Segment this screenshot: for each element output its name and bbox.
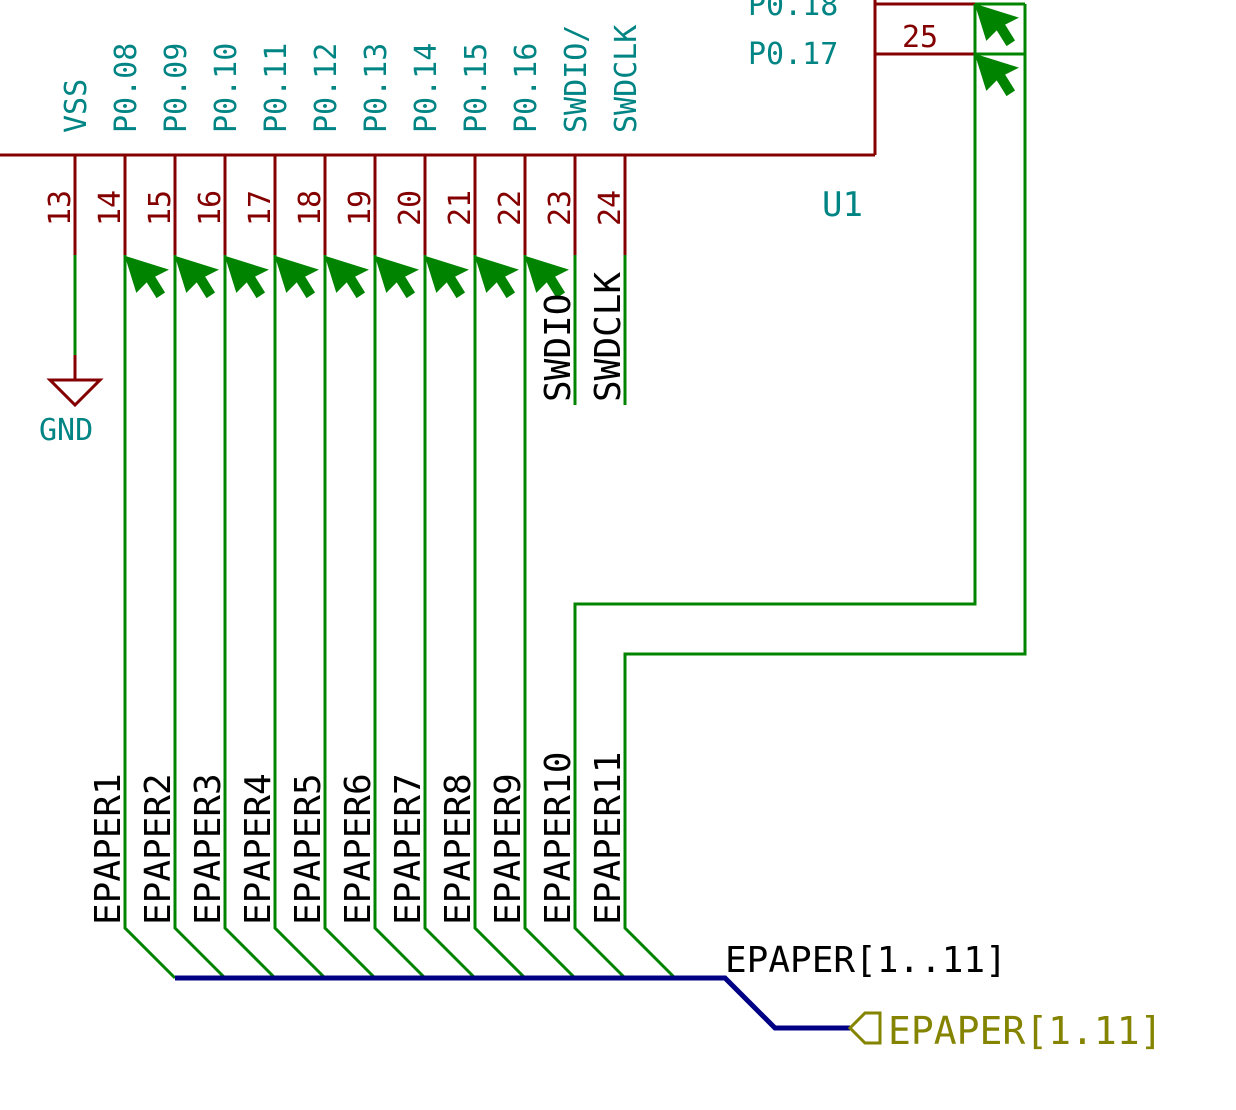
epaper-wires <box>123 2 1027 980</box>
pin-number-17: 17 <box>243 190 278 226</box>
u1-pin-stubs <box>73 2 975 255</box>
gnd-label: GND <box>39 413 93 448</box>
u1-body <box>0 0 877 157</box>
net-label-epaper2: EPAPER2 <box>138 773 179 925</box>
pin-number-22: 22 <box>493 190 528 226</box>
net-label-epaper4: EPAPER4 <box>238 773 279 925</box>
net-label-epaper1: EPAPER1 <box>88 773 129 925</box>
net-label-epaper7: EPAPER7 <box>388 773 429 925</box>
pin-number-13: 13 <box>43 190 78 226</box>
epaper-bus <box>175 975 850 1031</box>
pin-name-p0-08: P0.08 <box>109 43 144 133</box>
pin-name-p0-12: P0.12 <box>309 43 344 133</box>
u1-pin-numbers: 13 14 15 16 17 18 19 20 21 22 23 24 <box>43 190 628 226</box>
net-label-swdclk: SWDCLK <box>588 272 629 402</box>
net-label-epaper6: EPAPER6 <box>338 773 379 925</box>
bus-label: EPAPER[1..11] <box>725 940 1007 981</box>
pin-number-21: 21 <box>443 190 478 226</box>
net-label-epaper8: EPAPER8 <box>438 773 479 925</box>
gnd-symbol <box>46 255 104 408</box>
pin-number-23: 23 <box>543 190 578 226</box>
net-label-epaper5: EPAPER5 <box>288 773 329 925</box>
pin-name-swdclk: SWDCLK <box>609 25 644 133</box>
net-label-epaper11: EPAPER11 <box>588 752 629 925</box>
epaper-labels: EPAPER1 EPAPER2 EPAPER3 EPAPER4 EPAPER5 … <box>88 752 629 925</box>
pin-name-p0-18: P0.18 <box>748 0 838 23</box>
pin-name-p0-15: P0.15 <box>459 43 494 133</box>
pin-number-16: 16 <box>193 190 228 226</box>
pin-name-p0-09: P0.09 <box>159 43 194 133</box>
pin-name-vss: VSS <box>59 79 94 133</box>
hierarchical-label-text: EPAPER[1.11] <box>888 1009 1163 1053</box>
pin-flags <box>124 3 1019 299</box>
pin-number-19: 19 <box>343 190 378 226</box>
pin-number-14: 14 <box>93 190 128 226</box>
pin-number-24: 24 <box>593 190 628 226</box>
pin-number-18: 18 <box>293 190 328 226</box>
pin-name-p0-11: P0.11 <box>259 43 294 133</box>
net-label-epaper9: EPAPER9 <box>488 773 529 925</box>
pin-name-p0-13: P0.13 <box>359 43 394 133</box>
pin-number-20: 20 <box>393 190 428 226</box>
pin-number-15: 15 <box>143 190 178 226</box>
pin-name-p0-14: P0.14 <box>409 43 444 133</box>
pin-number-25: 25 <box>902 20 938 55</box>
net-label-swdio: SWDIO <box>538 294 579 402</box>
input-arrow-icon <box>847 1011 882 1045</box>
pin-name-swdio: SWDIO/ <box>559 25 594 133</box>
component-reference: U1 <box>822 185 863 225</box>
hierarchical-label: EPAPER[1.11] <box>847 1009 1163 1053</box>
pin-name-p0-16: P0.16 <box>509 43 544 133</box>
net-label-epaper10: EPAPER10 <box>538 752 579 925</box>
pin-name-p0-10: P0.10 <box>209 43 244 133</box>
pin-name-p0-17: P0.17 <box>748 37 838 72</box>
net-label-epaper3: EPAPER3 <box>188 773 229 925</box>
u1-pin-names: VSS P0.08 P0.09 P0.10 P0.11 P0.12 P0.13 … <box>59 25 644 133</box>
